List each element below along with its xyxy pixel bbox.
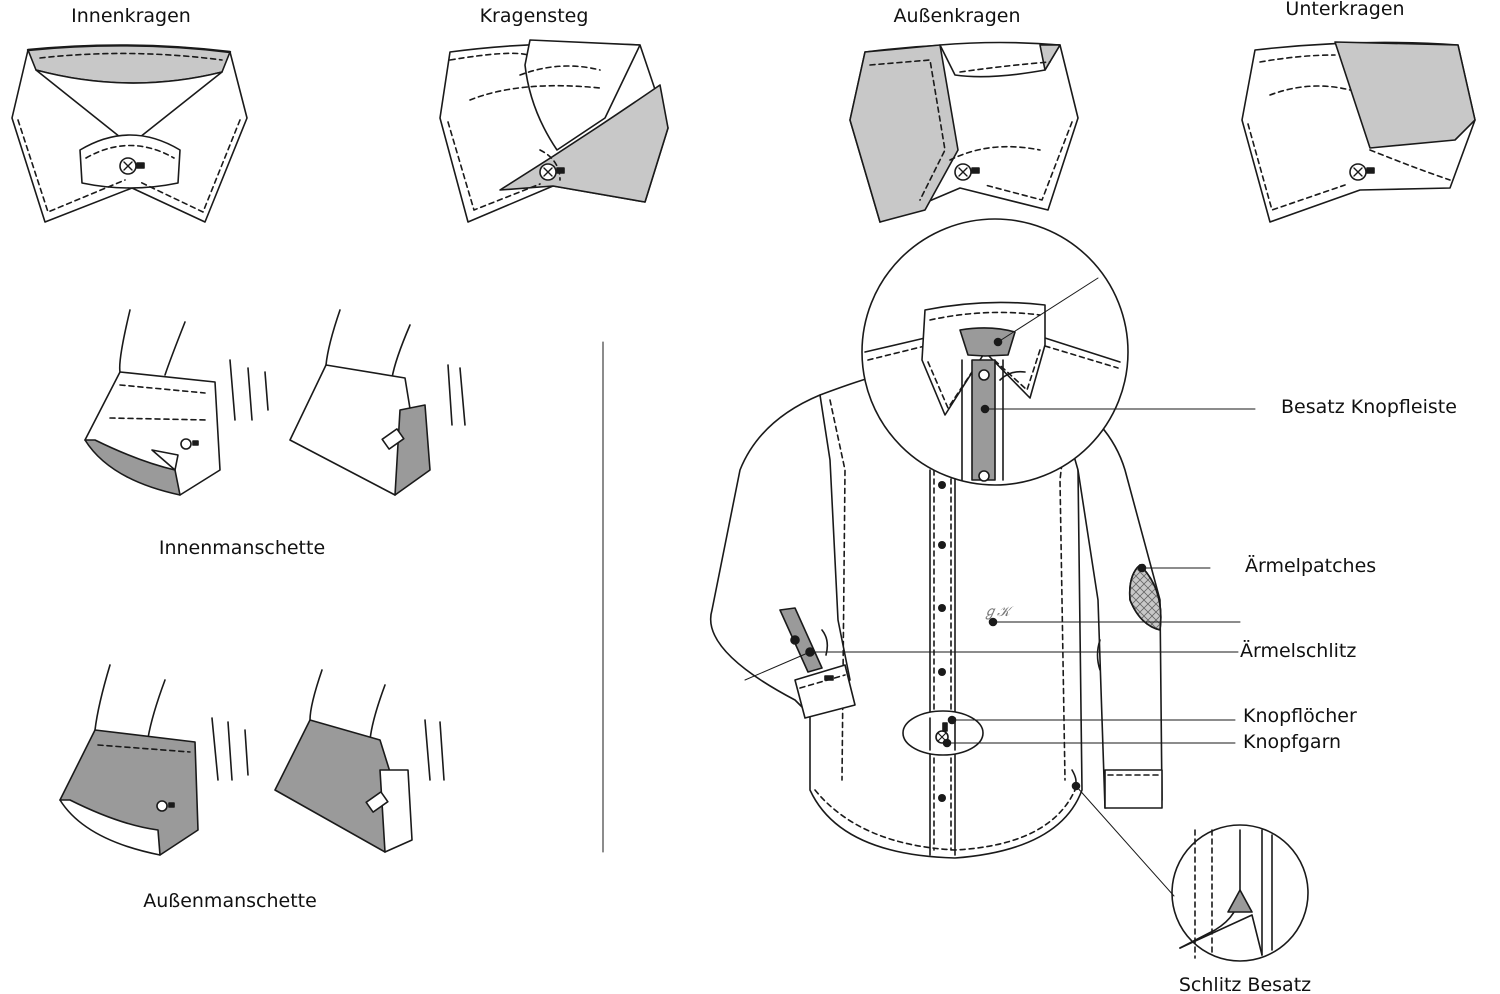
label-aermelpatches: Ärmelpatches	[1245, 555, 1377, 577]
label-schlitz-besatz: Schlitz Besatz	[1178, 974, 1312, 994]
magnifier-slit-drawing	[1171, 824, 1309, 962]
label-aussenmanschette: Außenmanschette	[143, 890, 317, 912]
label-innenmanschette: Innenmanschette	[158, 537, 326, 559]
label-innenkragen: Innenkragen	[71, 5, 191, 27]
label-knopfgarn: Knopfgarn	[1243, 731, 1342, 753]
label-aermelschlitz: Ärmelschlitz	[1240, 640, 1357, 662]
label-kragensteg: Kragensteg	[479, 5, 589, 27]
cuff-aussenmanschette-1-drawing	[59, 664, 249, 856]
label-unterkragen: Unterkragen	[1285, 0, 1405, 20]
cuff-innenmanschette-2-drawing	[289, 309, 466, 496]
leader-lines	[744, 277, 1256, 897]
cuff-aussenmanschette-2-drawing	[274, 669, 445, 853]
collar-kragensteg-drawing	[439, 39, 669, 223]
svg-text:ℊ𝒦: ℊ𝒦	[983, 604, 1015, 620]
collar-innenkragen-drawing	[11, 44, 248, 223]
label-knopfloecher: Knopflöcher	[1243, 705, 1357, 727]
collar-aussenkragen-drawing	[849, 41, 1079, 223]
magnifier-collar-drawing	[861, 218, 1129, 486]
cuff-innenmanschette-1-drawing	[84, 309, 269, 496]
label-besatz-knopfleiste: Besatz Knopfleiste	[1281, 396, 1457, 418]
collar-unterkragen-drawing	[1241, 41, 1476, 223]
label-aussenkragen: Außenkragen	[893, 5, 1021, 27]
shirt-drawing: ℊ𝒦	[709, 374, 1163, 859]
